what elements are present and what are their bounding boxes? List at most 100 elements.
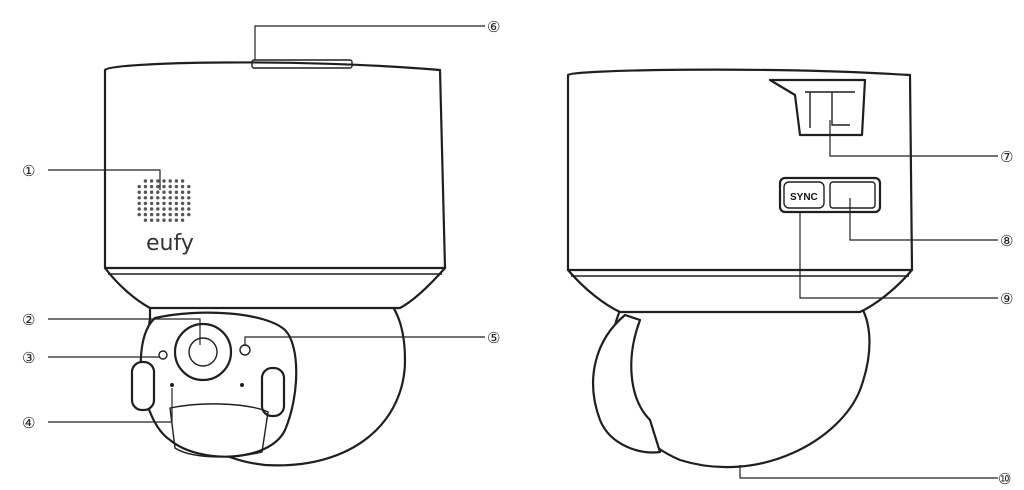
grille-dot <box>162 179 166 183</box>
status-led-area <box>829 181 876 209</box>
grille-dot <box>162 184 166 189</box>
grille-dot <box>149 179 154 183</box>
svg-text:②: ② <box>22 311 35 329</box>
grille-dot <box>156 184 160 189</box>
grille-dot <box>187 196 191 200</box>
grille-dot <box>143 184 148 189</box>
grille-dot <box>168 196 172 200</box>
callout-4: ④ <box>22 414 35 432</box>
grille-dot <box>174 201 179 206</box>
grille-dot <box>168 212 172 217</box>
grille-dot <box>149 184 154 189</box>
grille-dot <box>174 196 179 200</box>
grille-dot <box>168 207 172 211</box>
grille-dot <box>168 190 172 194</box>
leader-lines <box>48 25 998 479</box>
grille-dot <box>156 196 160 200</box>
grille-dot <box>180 179 185 183</box>
grille-dot <box>137 190 141 194</box>
grille-dot <box>143 190 148 194</box>
grille-dot <box>149 190 154 194</box>
callout-2: ② <box>22 311 35 329</box>
grille-dot <box>149 207 154 211</box>
grille-dot <box>174 184 179 189</box>
left-spotlight <box>130 360 156 412</box>
grille-dot <box>162 190 166 194</box>
grille-dot <box>137 184 141 189</box>
callout-8: ⑧ <box>1000 232 1013 250</box>
svg-text:⑦: ⑦ <box>1000 148 1013 166</box>
grille-dot <box>187 184 191 189</box>
svg-text:①: ① <box>22 162 35 180</box>
grille-dot <box>174 212 179 217</box>
grille-dot <box>137 212 141 217</box>
grille-dot <box>149 218 154 222</box>
front-collar <box>103 266 447 310</box>
grille-dot <box>143 218 148 222</box>
svg-text:⑩: ⑩ <box>998 470 1011 488</box>
grille-dot <box>162 196 166 200</box>
speaker-grille <box>137 179 191 222</box>
microphone <box>170 383 174 387</box>
callout-1: ① <box>22 162 35 180</box>
mount-hole <box>768 78 867 137</box>
grille-dot <box>180 218 185 222</box>
grille-dot <box>168 184 172 189</box>
callout-3: ③ <box>22 349 35 367</box>
svg-text:⑥: ⑥ <box>487 18 500 36</box>
grille-dot <box>137 196 141 200</box>
front-top-slot <box>251 59 353 69</box>
grille-dot <box>162 201 166 206</box>
grille-dot <box>143 179 148 183</box>
grille-dot <box>180 190 185 194</box>
callout-7: ⑦ <box>1000 148 1013 166</box>
grille-dot <box>143 201 148 206</box>
callout-6: ⑥ <box>487 18 500 36</box>
grille-dot <box>156 201 160 206</box>
svg-text:③: ③ <box>22 349 35 367</box>
grille-dot <box>180 201 185 206</box>
svg-text:⑤: ⑤ <box>487 329 500 347</box>
svg-text:④: ④ <box>22 414 35 432</box>
grille-dot <box>162 207 166 211</box>
grille-dot <box>174 218 179 222</box>
right-spotlight <box>260 366 286 418</box>
grille-dot <box>156 190 160 194</box>
grille-dot <box>162 212 166 217</box>
grille-dot <box>137 201 141 206</box>
grille-dot <box>156 212 160 217</box>
grille-dot <box>174 179 179 183</box>
grille-dot <box>149 196 154 200</box>
svg-text:⑨: ⑨ <box>1000 290 1013 308</box>
grille-dot <box>174 207 179 211</box>
grille-dot <box>143 196 148 200</box>
grille-dot <box>187 201 191 206</box>
grille-dot <box>187 207 191 211</box>
grille-dot <box>180 196 185 200</box>
grille-dot <box>156 218 160 222</box>
grille-dot <box>168 201 172 206</box>
callout-5: ⑤ <box>487 329 500 347</box>
grille-dot <box>162 218 166 222</box>
light-sensor <box>158 350 168 360</box>
grille-dot <box>149 212 154 217</box>
grille-dot <box>143 207 148 211</box>
grille-dot <box>156 179 160 183</box>
grille-dot <box>187 190 191 194</box>
grille-dot <box>156 207 160 211</box>
grille-dot <box>180 212 185 217</box>
grille-dot <box>143 212 148 217</box>
grille-dot <box>180 207 185 211</box>
grille-dot <box>187 212 191 217</box>
camera-lens <box>173 322 233 382</box>
grille-dot <box>180 184 185 189</box>
back-view-camera: SYNC <box>566 68 914 469</box>
grille-dot <box>137 207 141 211</box>
grille-dot <box>168 179 172 183</box>
grille-dot <box>168 218 172 222</box>
callout-10: ⑩ <box>998 470 1011 488</box>
sync-button-label: SYNC <box>790 192 818 203</box>
front-view-camera: eufy <box>103 59 447 467</box>
callout-9: ⑨ <box>1000 290 1013 308</box>
